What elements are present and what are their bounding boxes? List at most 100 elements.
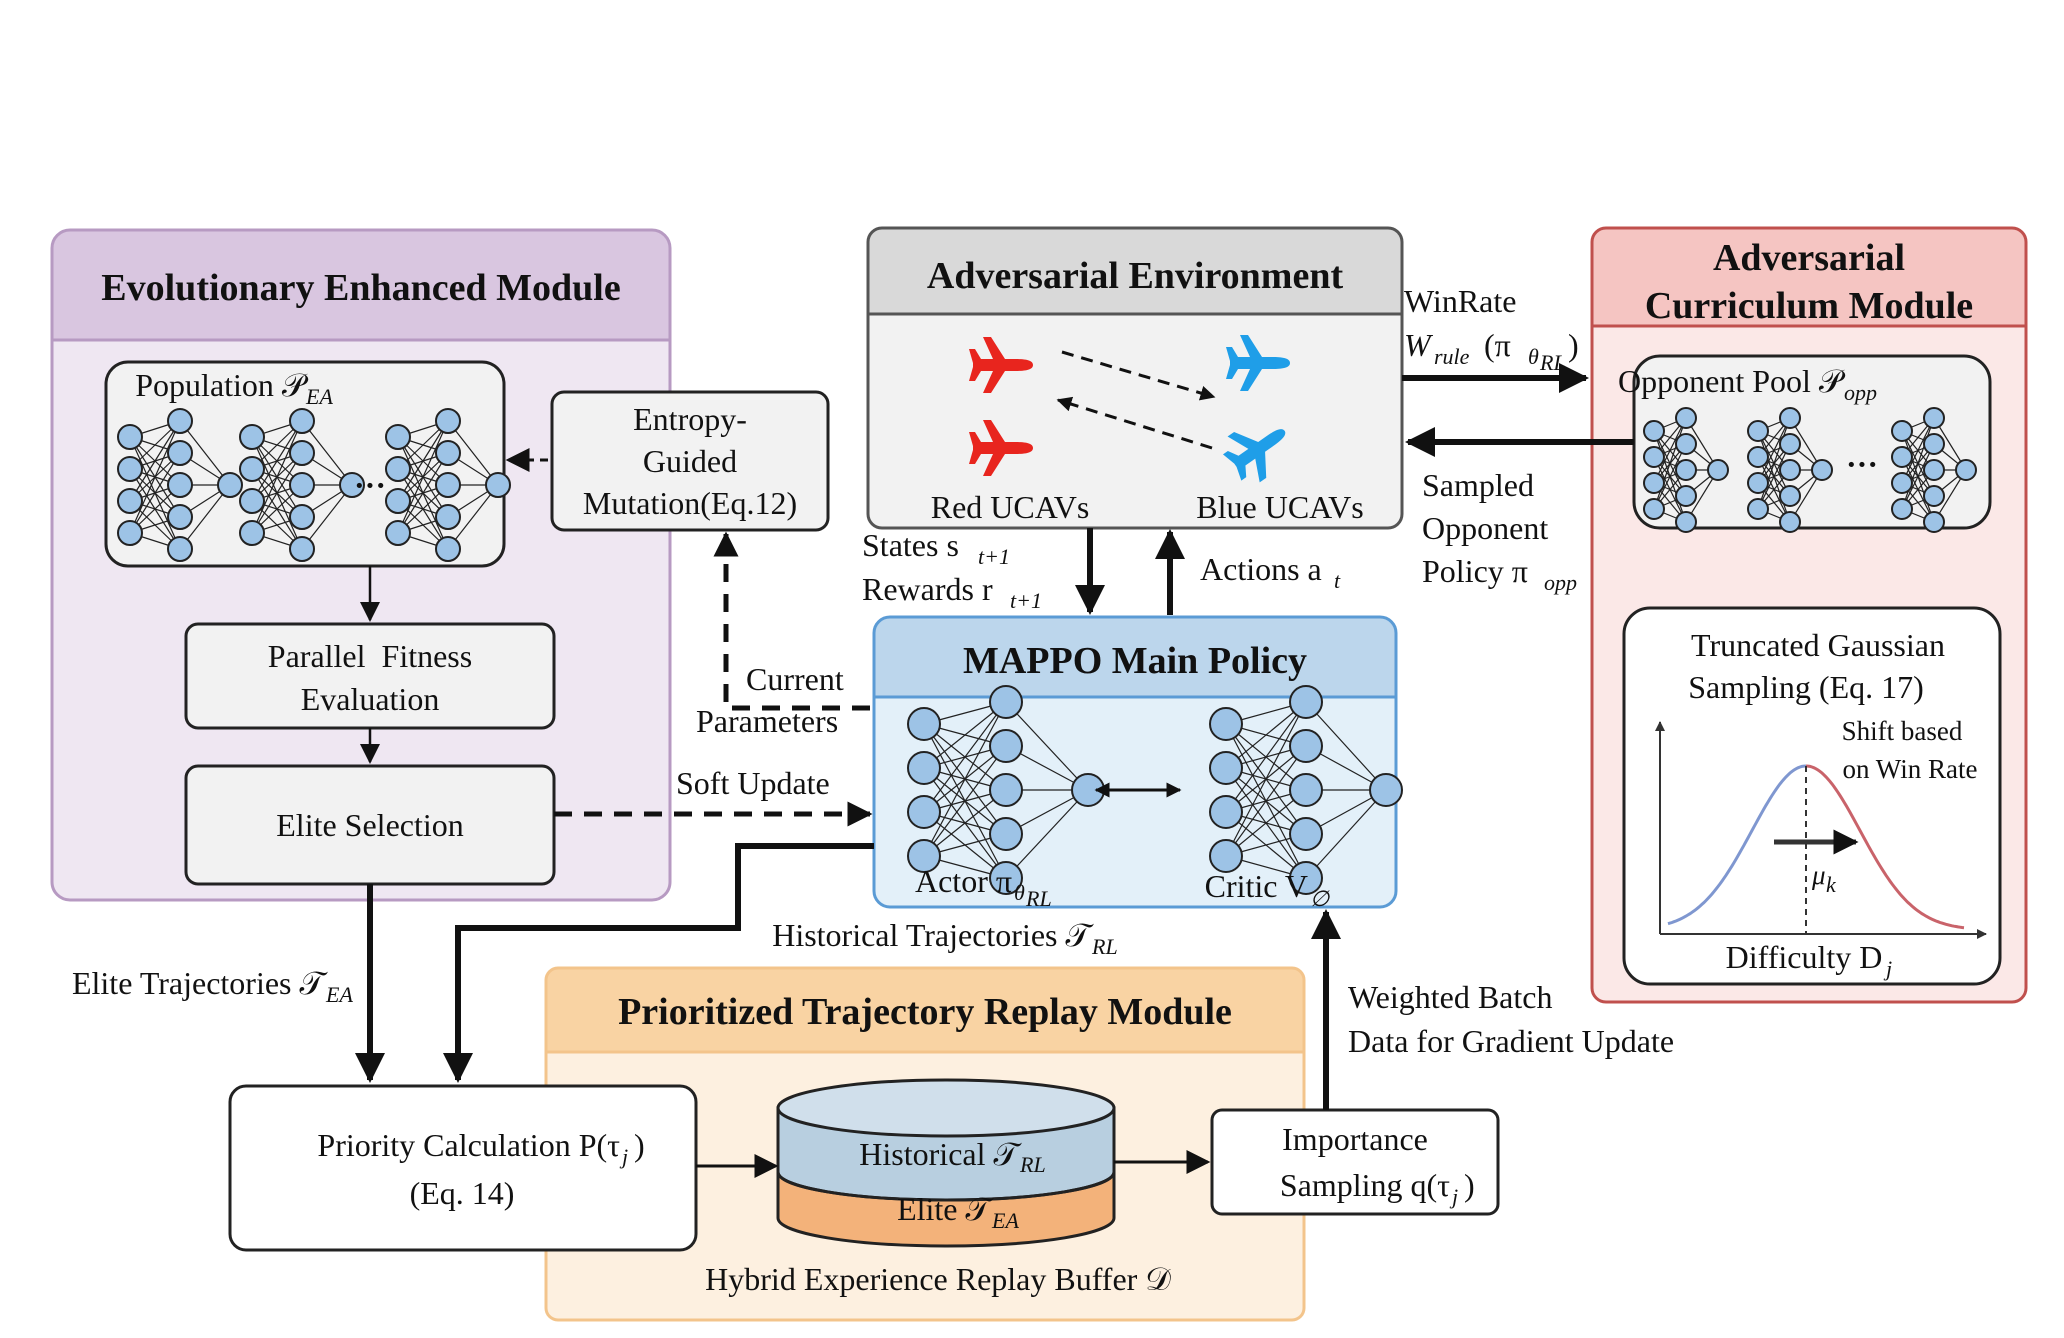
network-node — [117, 424, 143, 450]
network-node — [1643, 446, 1665, 468]
difficulty-label: Difficulty D — [1726, 939, 1883, 975]
network-node — [1747, 446, 1769, 468]
network-node — [289, 472, 315, 498]
network-node — [167, 536, 193, 562]
network-node — [117, 520, 143, 546]
red-ucavs-label: Red UCAVs — [931, 489, 1090, 525]
network-edge — [1901, 417, 1935, 510]
network-node — [1289, 861, 1323, 895]
network-node — [289, 536, 315, 562]
network-node — [1923, 459, 1945, 481]
mappo-header — [874, 617, 1396, 697]
network-node — [385, 456, 411, 482]
network-edge — [251, 452, 303, 534]
mutation-line3: Mutation(Eq.12) — [583, 485, 797, 521]
states-subscript: t+1 — [978, 544, 1010, 569]
network-edge — [1757, 417, 1791, 484]
network-node — [1779, 511, 1801, 533]
network-node — [1891, 472, 1913, 494]
red-jet-icon — [969, 337, 1033, 393]
network-node — [989, 861, 1023, 895]
network-node — [239, 456, 265, 482]
network-edge — [1757, 443, 1791, 510]
network-node — [1643, 420, 1665, 442]
network-edge — [1225, 701, 1307, 857]
network-edge — [397, 452, 449, 534]
network-node — [1289, 685, 1323, 719]
network-edge — [1225, 701, 1307, 769]
environment-title: Adversarial Environment — [927, 255, 1344, 297]
network-node — [907, 751, 941, 785]
mu-label: μ — [1811, 860, 1826, 890]
importance-sampling-box — [1210, 1108, 1500, 1216]
mutation-box — [550, 390, 830, 532]
network-node — [907, 839, 941, 873]
elite-trajectories-subscript: EA — [325, 982, 353, 1007]
difficulty-subscript: j — [1883, 956, 1892, 981]
network-node — [1209, 707, 1243, 741]
gaussian-curve-right — [1805, 764, 1965, 930]
opponent-pool-label: Opponent Pool 𝒫 — [1618, 363, 1846, 399]
actions-subscript: t — [1334, 568, 1341, 593]
shift-label-line1: Shift based — [1842, 716, 1963, 746]
adversarial-environment: Adversarial Environment Red UCAVs Blue U… — [866, 226, 1404, 530]
truncated-gaussian-box — [1622, 606, 2002, 986]
elite-trajectories-label: Elite Trajectories 𝒯 — [72, 965, 329, 1001]
opponent-network-3 — [1891, 407, 1977, 533]
network-edge — [923, 701, 1007, 813]
priority-calculation-box — [228, 1084, 698, 1252]
network-node — [1779, 459, 1801, 481]
actor-subscript: θ — [1014, 880, 1025, 905]
network-node — [1643, 498, 1665, 520]
replay-module-header — [546, 968, 1304, 1052]
network-edge — [923, 701, 1007, 769]
network-edge — [1225, 745, 1307, 857]
mutation-line1: Entropy- — [633, 401, 747, 437]
network-node — [1891, 446, 1913, 468]
network-node — [1747, 472, 1769, 494]
network-edge — [447, 484, 499, 550]
network-node — [167, 408, 193, 434]
curriculum-module-header — [1592, 228, 2026, 326]
network-node — [907, 795, 941, 829]
gaussian-curve-left — [1667, 764, 1807, 926]
network-node — [1369, 773, 1403, 807]
blue-jet-icon — [1226, 335, 1290, 391]
network-node — [289, 408, 315, 434]
population-ellipsis: ··· — [354, 467, 386, 503]
critic-label: Critic V — [1205, 868, 1308, 904]
gaussian-title-line1: Truncated Gaussian — [1691, 627, 1945, 663]
rewards-label: Rewards r — [862, 571, 993, 607]
network-edge — [1305, 789, 1387, 879]
network-node — [1747, 420, 1769, 442]
priority-line2: (Eq. 14) — [410, 1175, 515, 1211]
network-node — [167, 504, 193, 530]
current-label: Current — [746, 661, 844, 697]
network-edge — [447, 420, 499, 486]
states-label: States s — [862, 527, 959, 563]
network-edge — [1901, 417, 1935, 484]
network-edge — [251, 420, 303, 502]
network-node — [117, 488, 143, 514]
network-edge — [301, 420, 353, 486]
historical-trajectories-label: Historical Trajectories 𝒯 — [772, 917, 1094, 953]
importance-line1: Importance — [1282, 1121, 1428, 1157]
network-node — [1955, 459, 1977, 481]
network-node — [1923, 433, 1945, 455]
weighted-batch-line1: Weighted Batch — [1348, 979, 1552, 1015]
winrate-label-line1: WinRate — [1404, 283, 1516, 319]
winrate-label-theta: θ — [1528, 344, 1539, 369]
importance-subscript: j — [1449, 1184, 1458, 1209]
network-edge — [251, 420, 303, 534]
network-node — [989, 685, 1023, 719]
winrate-label-close: ) — [1568, 327, 1579, 363]
red-to-blue-dashed-arrow — [1061, 350, 1216, 401]
replay-buffer-cylinder — [776, 1078, 1116, 1248]
winrate-label-rl: RL — [1539, 350, 1566, 375]
population-label: Population 𝒫 — [135, 367, 309, 403]
network-edge — [1225, 701, 1307, 813]
elite-buffer-label: Elite 𝒯 — [897, 1191, 994, 1227]
soft-update-label: Soft Update — [676, 765, 830, 801]
